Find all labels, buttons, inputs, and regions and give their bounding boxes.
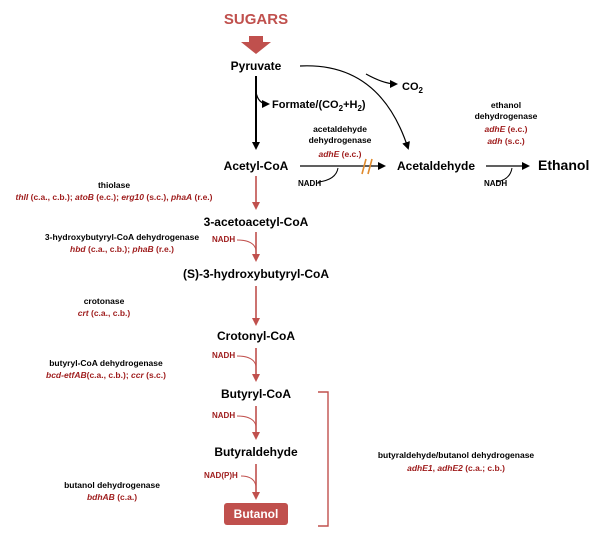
gene-butyrald-butanol-dh: adhE1, adhE2 (c.a.; c.b.) — [407, 463, 505, 473]
arrow-co2-release — [365, 73, 398, 88]
node-co2: CO2 — [402, 81, 424, 95]
arrow-pyruvate-acetaldehyde — [299, 65, 410, 150]
enzyme-crotonase: crotonase — [84, 296, 125, 306]
nadh-butyrald-curve — [236, 415, 257, 427]
nadh-hbd-curve — [236, 239, 257, 251]
node-ethanol: Ethanol — [538, 157, 589, 173]
cofactor-nadh-bcd: NADH — [212, 351, 235, 360]
node-crotonyl-coa: Crotonyl-CoA — [217, 329, 295, 343]
enzyme-ethanol-dh-line2: dehydrogenase — [475, 111, 538, 121]
cofactor-nadh-hbd: NADH — [212, 235, 235, 244]
sugars-title: SUGARS — [224, 11, 288, 28]
gene-acetaldehyde-dh: adhE (e.c.) — [319, 149, 362, 159]
gene-bcd: bcd-etfAB(c.a., c.b.); ccr (s.c.) — [46, 370, 166, 380]
cofactor-nadh-acetald: NADH — [298, 179, 321, 188]
nadh-ethanol-curve — [495, 167, 513, 183]
nadh-acetald-curve — [317, 167, 339, 183]
node-butyryl-coa: Butyryl-CoA — [221, 387, 291, 401]
cofactor-nadh-ethanol: NADH — [484, 179, 507, 188]
node-formate: Formate/(CO2+H2) — [272, 99, 366, 113]
nadph-butanol-curve — [240, 475, 257, 487]
butanol-box — [224, 503, 288, 525]
node-acetyl-coa: Acetyl-CoA — [224, 159, 289, 173]
gene-hbd: hbd (c.a., c.b.); phaB (r.e.) — [70, 244, 174, 254]
enzyme-hbd: 3-hydroxybutyryl-CoA dehydrogenase — [45, 232, 199, 242]
arrow-formate-branch — [255, 91, 270, 108]
node-acetoacetyl-coa: 3-acetoacetyl-CoA — [204, 215, 309, 229]
enzyme-butyrald-butanol-dh: butyraldehyde/butanol dehydrogenase — [378, 450, 535, 460]
gene-butanol-dh: bdhAB (c.a.) — [87, 492, 137, 502]
gene-ethanol-dh-1: adhE (e.c.) — [485, 124, 528, 134]
node-pyruvate: Pyruvate — [231, 59, 282, 73]
block-mark-1 — [361, 158, 367, 175]
node-butyraldehyde: Butyraldehyde — [214, 445, 298, 459]
gene-thiolase: thlI (c.a., c.b.); atoB (e.c.); erg10 (s… — [16, 192, 213, 202]
node-acetaldehyde: Acetaldehyde — [397, 159, 475, 173]
node-hydroxybutyryl-coa: (S)-3-hydroxybutyryl-CoA — [183, 267, 329, 281]
gene-crotonase: crt (c.a., c.b.) — [78, 308, 131, 318]
enzyme-butanol-dh: butanol dehydrogenase — [64, 480, 160, 490]
enzyme-ethanol-dh-line1: ethanol — [491, 100, 521, 110]
enzyme-bcd: butyryl-CoA dehydrogenase — [49, 358, 163, 368]
enzyme-thiolase: thiolase — [98, 180, 130, 190]
enzyme-acetaldehyde-dh-line1: acetaldehyde — [313, 124, 367, 134]
gene-ethanol-dh-2: adh (s.c.) — [487, 136, 524, 146]
bracket-adhE — [318, 391, 329, 527]
cofactor-nadph-butanol: NAD(P)H — [204, 471, 238, 480]
node-butanol: Butanol — [234, 507, 279, 521]
sugars-arrow — [241, 36, 271, 54]
block-mark-2 — [367, 158, 373, 175]
cofactor-nadh-butyrald: NADH — [212, 411, 235, 420]
nadh-bcd-curve — [236, 355, 257, 367]
enzyme-acetaldehyde-dh-line2: dehydrogenase — [309, 135, 372, 145]
